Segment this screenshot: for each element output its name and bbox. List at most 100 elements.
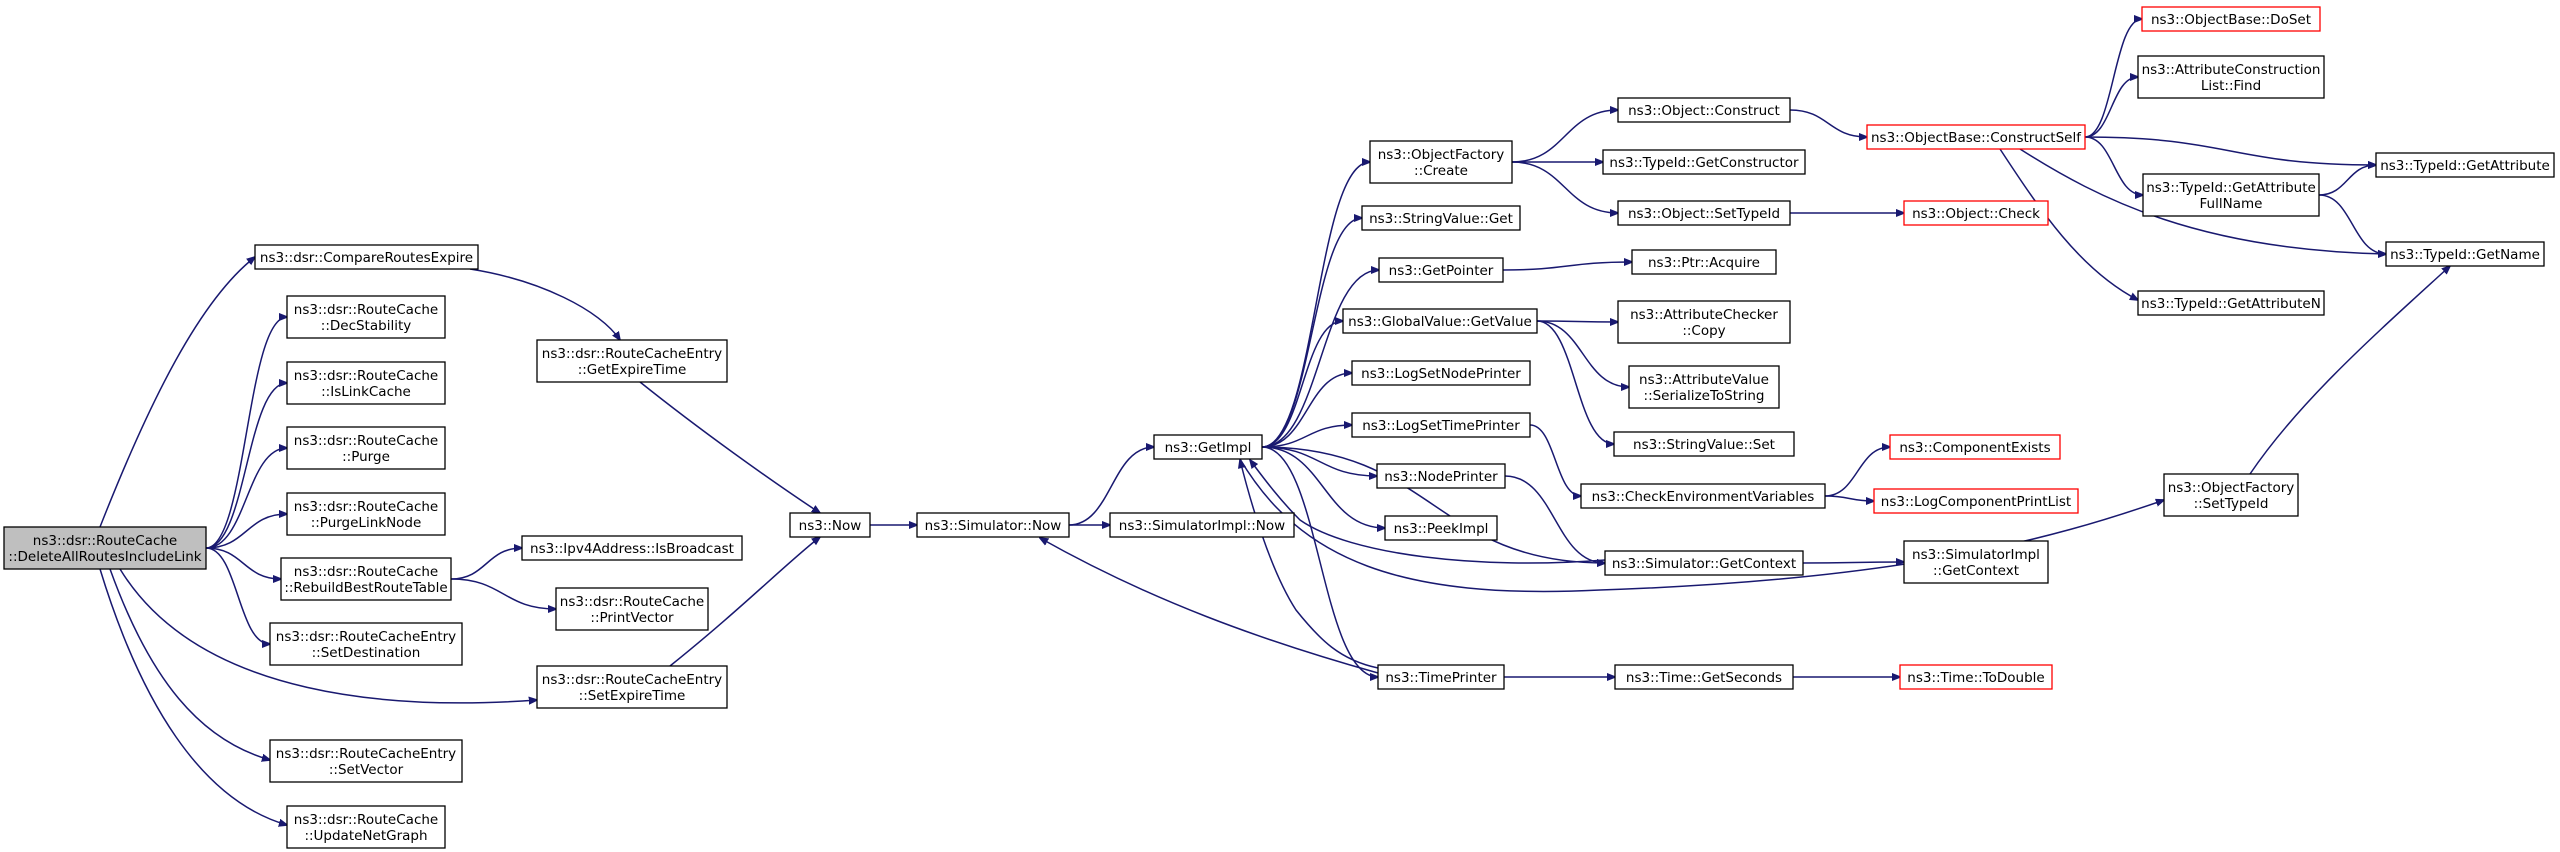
node-printVector[interactable]: ns3::dsr::RouteCache::PrintVector bbox=[555, 587, 709, 631]
node-label: ns3::dsr::RouteCache bbox=[560, 594, 704, 610]
node-logSetNodePrinter[interactable]: ns3::LogSetNodePrinter bbox=[1351, 360, 1531, 386]
node-box bbox=[521, 535, 743, 561]
node-attrCheckerCopy[interactable]: ns3::AttributeChecker::Copy bbox=[1617, 300, 1791, 344]
node-box bbox=[1376, 463, 1506, 489]
node-logSetTimePrinter[interactable]: ns3::LogSetTimePrinter bbox=[1351, 412, 1531, 438]
node-label: ns3::AttributeConstruction bbox=[2142, 62, 2321, 78]
node-getConstructor[interactable]: ns3::TypeId::GetConstructor bbox=[1602, 149, 1806, 175]
node-setExpireTime[interactable]: ns3::dsr::RouteCacheEntry::SetExpireTime bbox=[536, 665, 728, 709]
node-objBaseDoSet[interactable]: ns3::ObjectBase::DoSet bbox=[2141, 6, 2321, 32]
node-ptrAcquire[interactable]: ns3::Ptr::Acquire bbox=[1631, 249, 1777, 275]
node-label: ns3::dsr::RouteCache bbox=[294, 564, 438, 580]
node-objectCheck[interactable]: ns3::Object::Check bbox=[1903, 200, 2049, 226]
edge-getPointer-to-ptrAcquire bbox=[1502, 262, 1632, 271]
node-setVector[interactable]: ns3::dsr::RouteCacheEntry::SetVector bbox=[269, 739, 463, 783]
node-peekImpl[interactable]: ns3::PeekImpl bbox=[1384, 515, 1498, 541]
node-simImplGetContext[interactable]: ns3::SimulatorImpl::GetContext bbox=[1903, 540, 2049, 584]
node-label: ns3::dsr::CompareRoutesExpire bbox=[260, 250, 473, 266]
node-stringValueSet[interactable]: ns3::StringValue::Set bbox=[1613, 431, 1795, 457]
node-timeToDouble[interactable]: ns3::Time::ToDouble bbox=[1899, 664, 2053, 690]
node-box bbox=[286, 295, 446, 339]
node-typeIdGetAttribute[interactable]: ns3::TypeId::GetAttribute bbox=[2375, 152, 2555, 178]
node-isBroadcast[interactable]: ns3::Ipv4Address::IsBroadcast bbox=[521, 535, 743, 561]
node-typeIdGetAttrN[interactable]: ns3::TypeId::GetAttributeN bbox=[2137, 290, 2325, 316]
node-label: ns3::TypeId::GetConstructor bbox=[1609, 155, 1799, 171]
edge-nodePrinter-to-simGetContext bbox=[1504, 475, 1605, 563]
edge-compareExpire-to-getExpireTime bbox=[469, 268, 620, 340]
node-label: ns3::dsr::RouteCacheEntry bbox=[276, 629, 456, 645]
node-nodePrinter[interactable]: ns3::NodePrinter bbox=[1376, 463, 1506, 489]
edge-getImpl-to-simGetContext bbox=[1261, 446, 1605, 563]
node-globalValueGet[interactable]: ns3::GlobalValue::GetValue bbox=[1342, 308, 1538, 334]
node-getImpl[interactable]: ns3::GetImpl bbox=[1153, 434, 1263, 460]
node-box bbox=[1614, 664, 1794, 690]
edge-root-to-purge bbox=[205, 448, 287, 549]
edge-root-to-setVector bbox=[109, 568, 270, 760]
node-purgeLinkNode[interactable]: ns3::dsr::RouteCache::PurgeLinkNode bbox=[286, 492, 446, 536]
node-decStability[interactable]: ns3::dsr::RouteCache::DecStability bbox=[286, 295, 446, 339]
node-box bbox=[1866, 124, 2086, 150]
node-box bbox=[916, 512, 1070, 538]
node-updateNetGraph[interactable]: ns3::dsr::RouteCache::UpdateNetGraph bbox=[286, 805, 446, 849]
node-label: ns3::ObjectFactory bbox=[2168, 480, 2295, 496]
node-box bbox=[3, 526, 207, 570]
node-box bbox=[1580, 483, 1826, 509]
node-componentExists[interactable]: ns3::ComponentExists bbox=[1889, 434, 2061, 460]
node-objectConstruct[interactable]: ns3::Object::Construct bbox=[1617, 97, 1791, 123]
node-getExpireTime[interactable]: ns3::dsr::RouteCacheEntry::GetExpireTime bbox=[536, 339, 728, 383]
node-label: ns3::dsr::RouteCache bbox=[294, 499, 438, 515]
node-timePrinter[interactable]: ns3::TimePrinter bbox=[1377, 664, 1505, 690]
edge-root-to-isLinkCache bbox=[205, 383, 287, 549]
node-purge[interactable]: ns3::dsr::RouteCache::Purge bbox=[286, 426, 446, 470]
node-timeGetSeconds[interactable]: ns3::Time::GetSeconds bbox=[1614, 664, 1794, 690]
node-attrValueSer[interactable]: ns3::AttributeValue::SerializeToString bbox=[1628, 365, 1780, 409]
node-label: ns3::Time::ToDouble bbox=[1907, 670, 2044, 686]
edge-objectConstruct-to-objBaseConstructSelf bbox=[1789, 109, 1867, 137]
node-label: ns3::Object::SetTypeId bbox=[1628, 206, 1780, 222]
edge-root-to-compareExpire bbox=[99, 257, 255, 528]
node-simNow[interactable]: ns3::Simulator::Now bbox=[916, 512, 1070, 538]
node-label: ::Purge bbox=[342, 449, 390, 465]
node-label: ::SerializeToString bbox=[1644, 388, 1765, 404]
node-label: ::DecStability bbox=[321, 318, 411, 334]
node-isLinkCache[interactable]: ns3::dsr::RouteCache::IsLinkCache bbox=[286, 361, 446, 405]
edge-globalValueGet-to-attrValueSer bbox=[1536, 320, 1629, 387]
node-checkEnvVars[interactable]: ns3::CheckEnvironmentVariables bbox=[1580, 483, 1826, 509]
node-box bbox=[555, 587, 709, 631]
node-objectSetTypeId[interactable]: ns3::Object::SetTypeId bbox=[1617, 200, 1791, 226]
node-rebuildBest[interactable]: ns3::dsr::RouteCache::RebuildBestRouteTa… bbox=[280, 557, 452, 601]
edge-logSetTimePrinter-to-checkEnvVars bbox=[1529, 424, 1581, 496]
node-objBaseConstructSelf[interactable]: ns3::ObjectBase::ConstructSelf bbox=[1866, 124, 2086, 150]
node-box bbox=[1109, 512, 1295, 538]
node-label: ::SetVector bbox=[329, 762, 404, 778]
node-setDestination[interactable]: ns3::dsr::RouteCacheEntry::SetDestinatio… bbox=[269, 622, 463, 666]
node-label: ns3::SimulatorImpl bbox=[1912, 547, 2040, 563]
node-label: ns3::GetPointer bbox=[1389, 263, 1494, 279]
edge-objBaseConstructSelf-to-typeIdGetAttribute bbox=[2084, 136, 2376, 165]
node-box bbox=[536, 665, 728, 709]
node-label: ns3::GetImpl bbox=[1165, 440, 1252, 456]
node-box bbox=[536, 339, 728, 383]
node-compareExpire[interactable]: ns3::dsr::CompareRoutesExpire bbox=[254, 244, 479, 270]
edge-rebuildBest-to-isBroadcast bbox=[450, 548, 522, 580]
node-box bbox=[1613, 431, 1795, 457]
node-box bbox=[2385, 241, 2545, 267]
edge-timePrinter-to-simNow bbox=[1040, 538, 1379, 674]
node-objFactoryCreate[interactable]: ns3::ObjectFactory::Create bbox=[1369, 140, 1513, 184]
edge-getImpl-to-globalValueGet bbox=[1261, 321, 1343, 448]
node-simGetContext[interactable]: ns3::Simulator::GetContext bbox=[1604, 550, 1804, 576]
node-box bbox=[1342, 308, 1538, 334]
node-simImplNow[interactable]: ns3::SimulatorImpl::Now bbox=[1109, 512, 1295, 538]
node-label: ns3::dsr::RouteCacheEntry bbox=[542, 346, 722, 362]
node-objFactorySetTypeId[interactable]: ns3::ObjectFactory::SetTypeId bbox=[2163, 473, 2299, 517]
node-now[interactable]: ns3::Now bbox=[789, 512, 871, 538]
node-typeIdGetName[interactable]: ns3::TypeId::GetName bbox=[2385, 241, 2545, 267]
node-stringValueGet[interactable]: ns3::StringValue::Get bbox=[1361, 205, 1521, 231]
node-label: ::GetExpireTime bbox=[578, 362, 687, 378]
edge-checkEnvVars-to-logComponentPrintList bbox=[1824, 495, 1874, 501]
node-getPointer[interactable]: ns3::GetPointer bbox=[1378, 257, 1504, 283]
node-root[interactable]: ns3::dsr::RouteCache::DeleteAllRoutesInc… bbox=[3, 526, 207, 570]
node-logComponentPrintList[interactable]: ns3::LogComponentPrintList bbox=[1873, 488, 2079, 514]
